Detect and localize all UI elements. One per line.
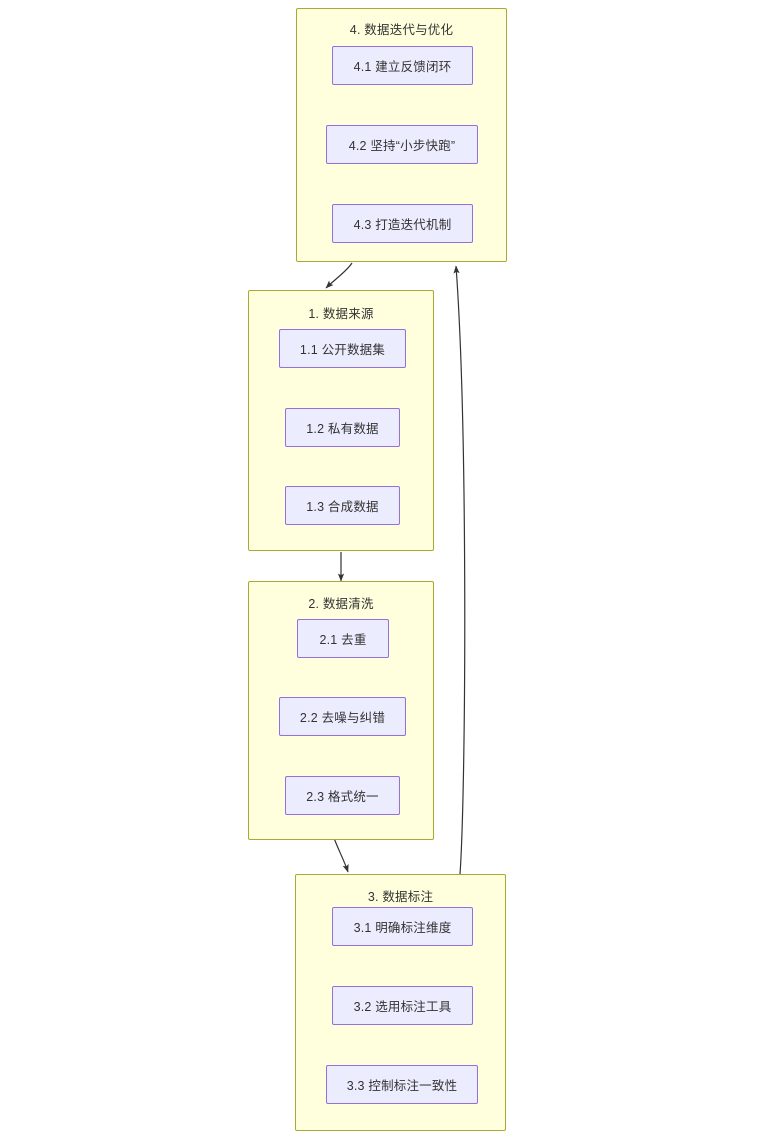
cluster-title-2: 2. 数据清洗 — [308, 597, 374, 611]
node-1-1[interactable]: 1.1 公开数据集 — [279, 329, 406, 368]
cluster-data-cleaning[interactable]: 2. 数据清洗 2.1 去重 2.2 去噪与纠错 2.3 格式统一 — [248, 581, 434, 840]
edge-cluster4-to-cluster1 — [325, 262, 353, 289]
node-2-1[interactable]: 2.1 去重 — [297, 619, 389, 658]
cluster-title-1: 1. 数据来源 — [308, 307, 374, 321]
node-4-2[interactable]: 4.2 坚持“小步快跑” — [326, 125, 478, 164]
cluster-title-4: 4. 数据迭代与优化 — [349, 23, 454, 37]
node-1-3[interactable]: 1.3 合成数据 — [285, 486, 400, 525]
node-1-2[interactable]: 1.2 私有数据 — [285, 408, 400, 447]
node-3-2[interactable]: 3.2 选用标注工具 — [332, 986, 473, 1025]
node-2-3[interactable]: 2.3 格式统一 — [285, 776, 400, 815]
cluster-title-3: 3. 数据标注 — [367, 890, 434, 904]
node-4-1[interactable]: 4.1 建立反馈闭环 — [332, 46, 473, 85]
cluster-data-iteration[interactable]: 4. 数据迭代与优化 4.1 建立反馈闭环 4.2 坚持“小步快跑” 4.3 打… — [296, 8, 507, 262]
node-2-2[interactable]: 2.2 去噪与纠错 — [279, 697, 406, 736]
cluster-data-sources[interactable]: 1. 数据来源 1.1 公开数据集 1.2 私有数据 1.3 合成数据 — [248, 290, 434, 551]
node-4-3[interactable]: 4.3 打造迭代机制 — [332, 204, 473, 243]
cluster-data-annotation[interactable]: 3. 数据标注 3.1 明确标注维度 3.2 选用标注工具 3.3 控制标注一致… — [295, 874, 506, 1131]
edge-cluster2-to-cluster3 — [333, 837, 349, 873]
node-3-3[interactable]: 3.3 控制标注一致性 — [326, 1065, 478, 1104]
node-3-1[interactable]: 3.1 明确标注维度 — [332, 907, 473, 946]
edge-cluster3-to-cluster4 — [453, 265, 466, 875]
